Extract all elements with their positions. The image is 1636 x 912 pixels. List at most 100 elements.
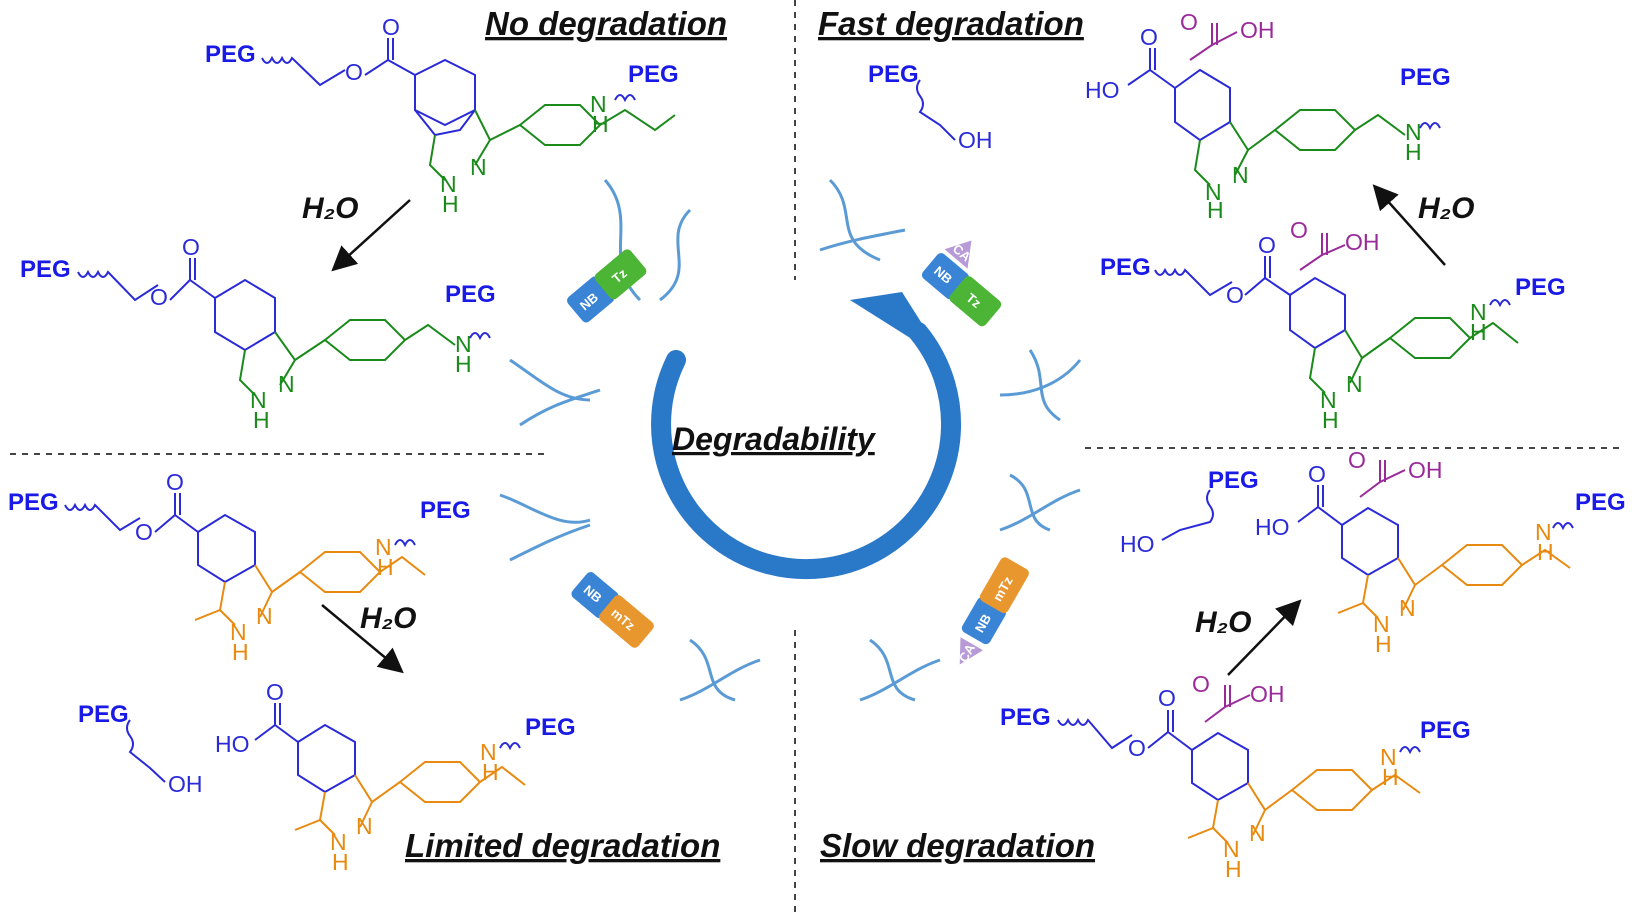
molecule-tr-peg-oh: PEG OH [868, 61, 993, 153]
reaction-arrow-icon-tr [1372, 184, 1446, 266]
svg-text:HO: HO [1120, 531, 1155, 557]
svg-text:O: O [266, 679, 284, 705]
molecule-bl-start: PEG O O N N H N H PEG [8, 469, 471, 665]
svg-text:PEG: PEG [1400, 64, 1451, 91]
linker-nb-mtz-bottomleft: NB mTz [571, 572, 654, 648]
svg-text:PEG: PEG [1575, 489, 1626, 516]
reaction-arrow-icon-tl [331, 199, 411, 272]
svg-text:O: O [1192, 671, 1210, 697]
svg-text:O: O [1226, 282, 1244, 308]
svg-text:HO: HO [1255, 514, 1290, 540]
svg-text:HO: HO [215, 731, 250, 757]
svg-text:N: N [1205, 179, 1222, 205]
svg-text:O: O [382, 14, 400, 40]
svg-text:CA: CA [956, 641, 979, 665]
svg-text:OH: OH [1250, 681, 1285, 707]
svg-text:PEG: PEG [628, 61, 679, 88]
svg-text:H: H [1537, 539, 1554, 565]
linker-ca-nb-tz-topright: CA NB Tz [921, 240, 1002, 327]
svg-text:OH: OH [1408, 457, 1443, 483]
svg-text:HO: HO [1085, 77, 1120, 103]
svg-text:O: O [166, 469, 184, 495]
svg-text:H: H [1225, 856, 1242, 882]
svg-text:PEG: PEG [205, 41, 256, 68]
molecule-bl-peg-oh: PEG OH [78, 701, 203, 797]
svg-text:O: O [135, 519, 153, 545]
svg-text:N: N [1249, 820, 1266, 846]
svg-text:H: H [1375, 631, 1392, 657]
svg-text:PEG: PEG [1420, 717, 1471, 744]
svg-text:H: H [1405, 139, 1422, 165]
svg-text:N: N [455, 331, 472, 357]
h2o-label-bl: H₂O [360, 602, 416, 635]
svg-text:O: O [182, 234, 200, 260]
svg-text:H: H [482, 759, 499, 785]
svg-text:N: N [480, 739, 497, 765]
svg-text:N: N [330, 829, 347, 855]
molecule-br-product: HO O O OH N N H N H PEG [1255, 447, 1626, 657]
svg-text:N: N [1346, 371, 1363, 397]
svg-text:N: N [230, 619, 247, 645]
svg-text:N: N [1223, 836, 1240, 862]
svg-text:O: O [1158, 685, 1176, 711]
molecule-tl-product: PEG O O N N H N H PEG [20, 234, 496, 433]
svg-text:N: N [1399, 595, 1416, 621]
svg-text:PEG: PEG [8, 489, 59, 516]
svg-text:O: O [345, 59, 363, 85]
svg-text:PEG: PEG [868, 61, 919, 88]
circular-arrow-icon [651, 292, 962, 580]
h2o-label-tr: H₂O [1418, 192, 1474, 225]
molecule-tr-product: HO O O OH N N H N H PEG [1085, 9, 1451, 223]
linker-nb-tz-topleft: NB Tz [567, 249, 647, 323]
linker-nb-mtz-ca-bottomright: NB mTz CA [956, 557, 1029, 665]
molecule-br-start: PEG O O O OH N N H N H PEG [1000, 671, 1471, 882]
svg-text:OH: OH [1345, 229, 1380, 255]
svg-text:N: N [256, 603, 273, 629]
svg-text:N: N [375, 534, 392, 560]
svg-text:PEG: PEG [525, 714, 576, 741]
svg-text:N: N [356, 813, 373, 839]
svg-text:H: H [253, 407, 270, 433]
svg-text:H: H [377, 554, 394, 580]
svg-text:N: N [1232, 162, 1249, 188]
molecule-tl-start: PEG O O N N H N H PEG [205, 14, 679, 217]
svg-text:OH: OH [958, 127, 993, 153]
svg-text:PEG: PEG [1208, 467, 1259, 494]
h2o-label-br: H₂O [1195, 606, 1251, 639]
center-label: Degradability [672, 421, 877, 457]
svg-text:O: O [1290, 217, 1308, 243]
molecule-tr-start: PEG O O O OH N N H N H PEG [1100, 217, 1566, 433]
svg-text:N: N [1405, 119, 1422, 145]
svg-text:H: H [332, 849, 349, 875]
svg-text:N: N [440, 171, 457, 197]
svg-text:N: N [1373, 611, 1390, 637]
svg-text:N: N [1380, 744, 1397, 770]
svg-text:N: N [1320, 387, 1337, 413]
svg-text:O: O [1128, 735, 1146, 761]
svg-text:PEG: PEG [420, 497, 471, 524]
svg-text:PEG: PEG [1100, 254, 1151, 281]
svg-text:H: H [232, 639, 249, 665]
svg-text:O: O [1348, 447, 1366, 473]
svg-text:PEG: PEG [1515, 274, 1566, 301]
svg-text:H: H [442, 191, 459, 217]
svg-text:O: O [150, 284, 168, 310]
svg-text:N: N [470, 154, 487, 180]
svg-text:PEG: PEG [20, 256, 71, 283]
reaction-arrow-icon-br [1227, 599, 1302, 676]
svg-text:N: N [250, 387, 267, 413]
svg-text:H: H [1470, 319, 1487, 345]
title-fast-degradation: Fast degradation [818, 5, 1084, 42]
molecule-bl-product: HO O N N H N H PEG [215, 679, 576, 875]
svg-text:PEG: PEG [1000, 704, 1051, 731]
svg-text:OH: OH [168, 771, 203, 797]
svg-text:N: N [1470, 299, 1487, 325]
svg-text:O: O [1258, 232, 1276, 258]
svg-text:H: H [592, 111, 609, 137]
title-slow-degradation: Slow degradation [820, 827, 1095, 864]
svg-text:H: H [455, 351, 472, 377]
svg-text:N: N [278, 371, 295, 397]
title-limited-degradation: Limited degradation [405, 827, 720, 864]
